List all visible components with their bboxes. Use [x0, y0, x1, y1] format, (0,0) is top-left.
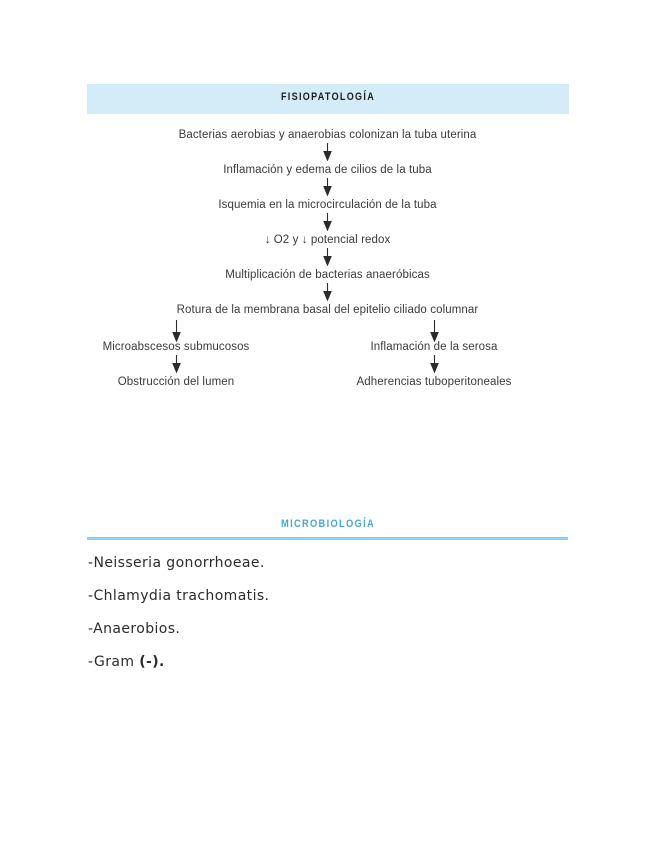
pathophysiology-flowchart: Bacterias aerobias y anaerobias coloniza…: [0, 128, 655, 420]
microbiologia-list: -Neisseria gonorrhoeae. -Chlamydia trach…: [88, 553, 558, 685]
flow-step: Isquemia en la microcirculación de la tu…: [218, 199, 437, 211]
flow-step: Inflamación de la serosa: [370, 341, 498, 353]
flow-step: Inflamación y edema de cilios de la tuba: [223, 164, 432, 176]
list-item-text: -Anaerobios.: [88, 621, 181, 637]
flow-branches: Microabscesos submucosos Obstrucción del…: [0, 320, 655, 420]
down-arrow-icon: [0, 213, 655, 233]
flow-step: Adherencias tuboperitoneales: [356, 376, 512, 388]
list-item-emphasis: (-).: [139, 654, 165, 670]
flow-step: Microabscesos submucosos: [102, 341, 250, 353]
list-item-text: -Neisseria gonorrhoeae.: [88, 555, 265, 571]
down-arrow-icon: [319, 320, 549, 342]
flow-step: ↓ O2 y ↓ potencial redox: [264, 234, 391, 246]
down-arrow-icon: [61, 320, 291, 342]
microbiologia-title: MICROBIOLOGÍA: [281, 518, 375, 530]
down-arrow-icon: [0, 143, 655, 163]
list-item: -Chlamydia trachomatis.: [88, 586, 558, 619]
microbiologia-divider: [87, 537, 568, 540]
flow-step: Obstrucción del lumen: [117, 376, 235, 388]
down-arrow-icon: [0, 248, 655, 268]
down-arrow-icon: [0, 283, 655, 303]
flow-step: Multiplicación de bacterias anaeróbicas: [225, 269, 430, 281]
list-item: -Neisseria gonorrhoeae.: [88, 553, 558, 586]
fisiopatologia-banner: FISIOPATOLOGÍA: [87, 84, 569, 114]
list-item: -Gram (-).: [88, 652, 558, 685]
list-item-text: -Gram: [88, 654, 140, 670]
down-arrow-icon: [61, 355, 291, 375]
down-arrow-icon: [0, 178, 655, 198]
list-item-text: -Chlamydia trachomatis.: [88, 588, 270, 604]
flow-branch-right: Inflamación de la serosa Adherencias tub…: [319, 320, 549, 390]
list-item: -Anaerobios.: [88, 619, 558, 652]
flow-step: Bacterias aerobias y anaerobias coloniza…: [178, 129, 477, 141]
flow-branch-left: Microabscesos submucosos Obstrucción del…: [61, 320, 291, 390]
down-arrow-icon: [319, 355, 549, 375]
fisiopatologia-title: FISIOPATOLOGÍA: [280, 91, 376, 103]
flow-step: Rotura de la membrana basal del epitelio…: [176, 304, 479, 316]
